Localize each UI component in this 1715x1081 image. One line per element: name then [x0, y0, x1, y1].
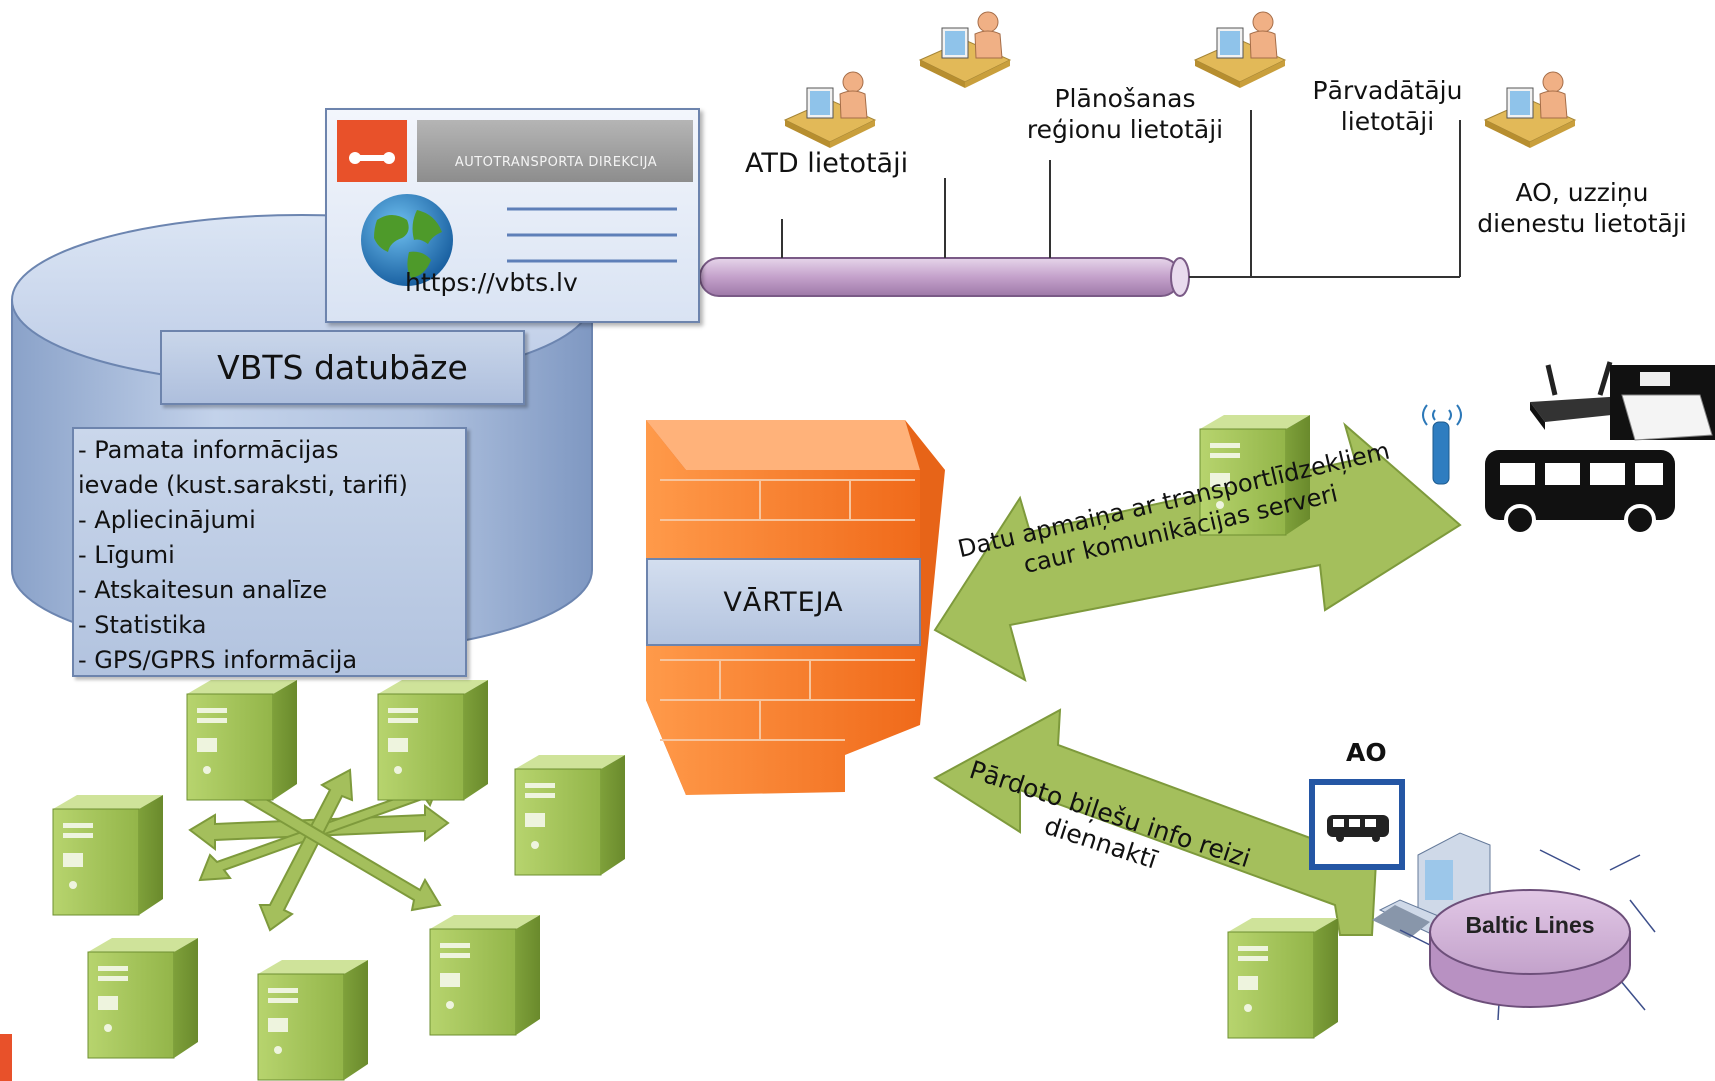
baltic-lines-label: Baltic Lines [1465, 912, 1595, 938]
content-lines-icon [507, 207, 677, 263]
database-functions-list: - Pamata informācijas ievade (kust.sarak… [72, 427, 467, 677]
database-function-item: ievade (kust.saraksti, tarifi) [78, 471, 408, 499]
web-portal-window: AUTOTRANSPORTA DIREKCIJA https://vbts.lv [325, 108, 700, 323]
portal-brand: AUTOTRANSPORTA DIREKCIJA [454, 155, 658, 170]
database-function-item: - Pamata informācijas [78, 436, 339, 464]
label-planning-users: Plānošanas reģionu lietotāji [1026, 84, 1224, 144]
user-workstation-icon [1194, 11, 1286, 89]
label-atd-users: ATD lietotāji [745, 148, 909, 179]
corner-accent [0, 1034, 12, 1081]
baltic-lines-system [1399, 849, 1656, 1021]
user-workstation-icon [784, 71, 876, 149]
cash-register-icon [1610, 365, 1715, 441]
label-ao-users: AO, uzziņu dienestu lietotāji [1477, 178, 1687, 238]
globe-icon [361, 194, 453, 286]
bus-stop-sign-icon [1309, 779, 1405, 870]
server-icon [429, 914, 541, 1036]
label-carrier-users: Pārvadātāju lietotāji [1312, 76, 1463, 136]
database-function-item: - Apliecinājumi [78, 506, 256, 534]
ao-station-label: AO [1346, 738, 1387, 767]
database-title: VBTS datubāze [160, 330, 525, 405]
server-icon [377, 679, 489, 801]
ao-server-icon [1227, 917, 1339, 1039]
database-function-item: - Atskaitesun analīze [78, 576, 328, 604]
database-function-item: - GPS/GPRS informācija [78, 646, 358, 674]
database-function-item: - Statistika [78, 611, 207, 639]
antenna-icon [1422, 404, 1462, 485]
server-icon [52, 794, 164, 916]
network-pipe [699, 110, 1461, 297]
server-icon [257, 959, 369, 1081]
tickets-info-arrow [933, 708, 1379, 936]
gateway-label: VĀRTEJA [646, 558, 921, 646]
server-icon [87, 937, 199, 1059]
bus-icon [1485, 450, 1675, 536]
user-workstation-icon [1484, 71, 1576, 149]
logo-mark [337, 120, 407, 182]
portal-header-bar [417, 120, 693, 182]
data-exchange-arrow [933, 422, 1462, 683]
server-icon [514, 754, 626, 876]
database-function-item: - Līgumi [78, 541, 175, 569]
server-icon [186, 679, 298, 801]
portal-url[interactable]: https://vbts.lv [405, 268, 578, 297]
user-workstation-icon [919, 11, 1011, 89]
